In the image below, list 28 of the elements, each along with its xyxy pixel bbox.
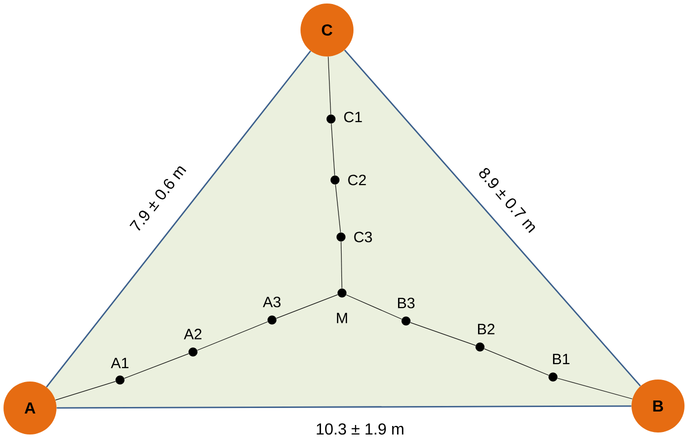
connecting-line (331, 123, 335, 176)
side-length-label: 10.3 ± 1.9 m (316, 423, 404, 435)
point-label: A2 (184, 328, 202, 340)
connecting-line (55, 381, 116, 400)
connecting-line (484, 348, 549, 376)
triangle-side (344, 50, 641, 386)
connecting-line (340, 241, 342, 289)
connecting-line (335, 184, 341, 233)
point-label: C1 (344, 112, 362, 122)
point-label: C2 (348, 174, 366, 186)
triangle-side (56, 405, 632, 409)
triangle-side (46, 50, 312, 388)
point-label: A1 (110, 358, 128, 368)
connecting-line (410, 322, 476, 346)
connecting-line (124, 353, 189, 379)
connecting-line (557, 378, 633, 400)
point-label: A3 (262, 296, 281, 308)
point-label: M (336, 312, 348, 324)
connecting-line (197, 321, 268, 351)
point-label: B2 (478, 324, 494, 334)
side-length-label: 8.9 ± 0.7 m (479, 168, 535, 233)
point-label: B3 (398, 298, 415, 308)
point-label: B1 (553, 354, 570, 364)
connecting-line (346, 294, 402, 320)
connecting-line (276, 294, 338, 319)
side-length-label: 7.9 ± 0.6 m (130, 166, 186, 231)
connecting-line (328, 56, 332, 115)
point-label: C3 (354, 232, 372, 242)
